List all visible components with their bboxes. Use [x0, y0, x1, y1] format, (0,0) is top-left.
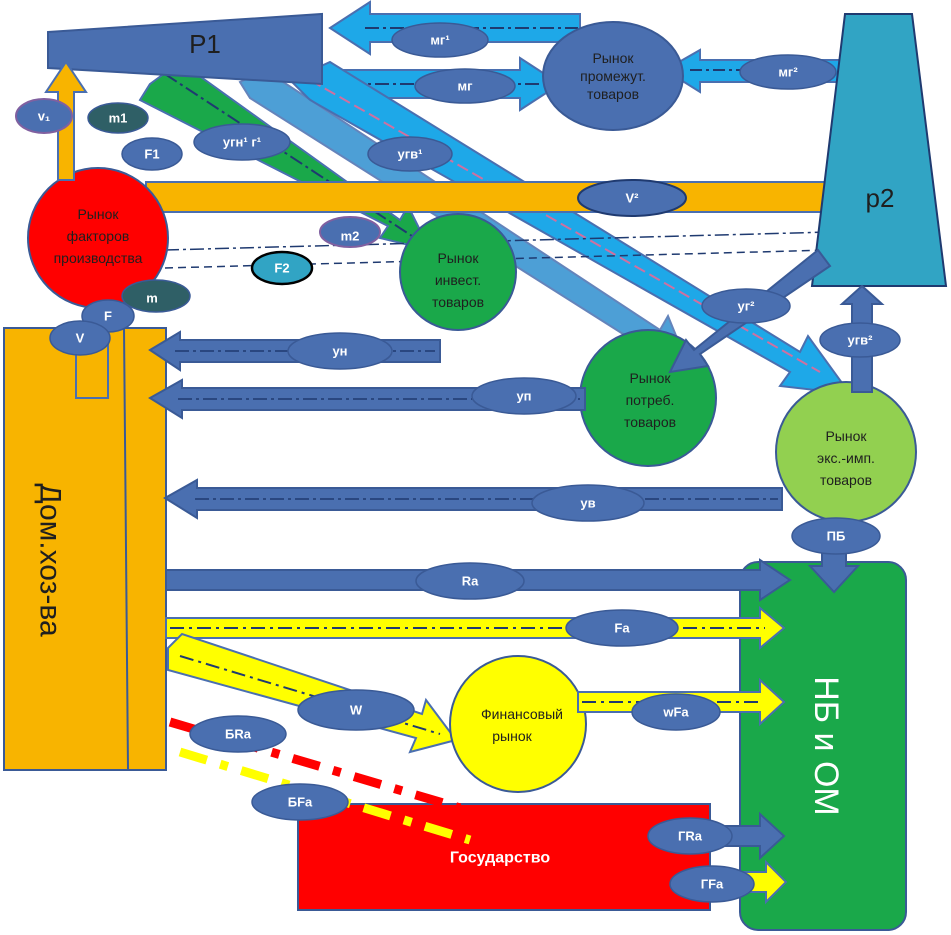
- intermediate-market-label-3: товаров: [587, 86, 639, 102]
- mg-label: мг: [457, 79, 473, 94]
- m1-label: m1: [109, 111, 128, 126]
- factors-market-label-1: Рынок: [77, 206, 119, 222]
- intermediate-market-label-2: промежут.: [580, 68, 646, 84]
- bra-label: БRa: [225, 727, 252, 742]
- f1-label: F1: [144, 147, 159, 162]
- wfa-label: wFa: [662, 705, 689, 720]
- m-label: m: [146, 291, 158, 306]
- p2-node: p2: [810, 13, 948, 287]
- invest-market-label-3: товаров: [432, 294, 484, 310]
- v1-label: v₁: [38, 109, 51, 124]
- pb-label: ПБ: [827, 529, 846, 544]
- ugn1-label: угн¹ г¹: [223, 135, 261, 150]
- gra-label: ГRa: [678, 829, 703, 844]
- intermediate-market-node: Рынок промежут. товаров: [542, 21, 684, 131]
- factors-market-node: Рынок факторов производства: [27, 167, 169, 309]
- p1-label: P1: [189, 29, 221, 59]
- households-label: Дом.хоз-ва: [34, 483, 67, 637]
- f2-label: F2: [274, 261, 289, 276]
- export-market-node: Рынок экс.-имп. товаров: [775, 381, 917, 523]
- invest-market-label-1: Рынок: [437, 250, 479, 266]
- consumer-market-label-2: потреб.: [626, 392, 675, 408]
- fa-arrow: [165, 605, 786, 651]
- intermediate-market-label-1: Рынок: [592, 50, 634, 66]
- state-node: Государство: [297, 803, 711, 911]
- consumer-market-label-3: товаров: [624, 414, 676, 430]
- factors-market-label-2: факторов: [67, 228, 130, 244]
- v2-label: V²: [626, 191, 640, 206]
- factors-market-label-3: производства: [54, 250, 143, 266]
- v2-bar: [145, 181, 827, 213]
- nb-om-label: НБ и ОМ: [807, 676, 845, 816]
- state-label: Государство: [450, 850, 550, 867]
- bfa-label: БFa: [288, 795, 313, 810]
- mg2-label: мг²: [778, 65, 798, 80]
- w-label: W: [350, 703, 363, 718]
- un-label: ун: [332, 344, 347, 359]
- uv-arrow: [163, 478, 783, 520]
- export-market-label-2: экс.-имп.: [817, 450, 875, 466]
- m2-label: m2: [341, 229, 360, 244]
- invest-market-node: Рынок инвест. товаров: [399, 213, 517, 331]
- up-label: уп: [516, 389, 531, 404]
- financial-market-label-1: Финансовый: [481, 706, 563, 722]
- flow-labels: мг¹ мг мг² v₁ m1 F1 угн¹ г¹ угв¹ V² m2 F…: [15, 22, 901, 903]
- ugv2-label: угв²: [848, 333, 874, 348]
- fa-label: Fa: [614, 621, 630, 636]
- ra-label: Ra: [462, 574, 479, 589]
- uv-label: ув: [580, 496, 595, 511]
- p2-label: p2: [866, 183, 895, 213]
- households-node: Дом.хоз-ва: [3, 327, 167, 771]
- export-market-label-1: Рынок: [825, 428, 867, 444]
- mg1-label: мг¹: [430, 33, 449, 48]
- gfa-label: ГFa: [701, 877, 724, 892]
- ug2-label: уг²: [738, 299, 756, 314]
- v-label: V: [76, 331, 85, 346]
- p1-node: P1: [47, 12, 323, 86]
- financial-market-node: Финансовый рынок: [449, 655, 587, 793]
- ugv1-label: угв¹: [398, 147, 423, 162]
- export-market-label-3: товаров: [820, 472, 872, 488]
- consumer-market-label-1: Рынок: [629, 370, 671, 386]
- bra-line: [168, 717, 462, 813]
- f-label: F: [104, 309, 112, 324]
- financial-market-label-2: рынок: [492, 728, 532, 744]
- invest-market-label-2: инвест.: [435, 272, 481, 288]
